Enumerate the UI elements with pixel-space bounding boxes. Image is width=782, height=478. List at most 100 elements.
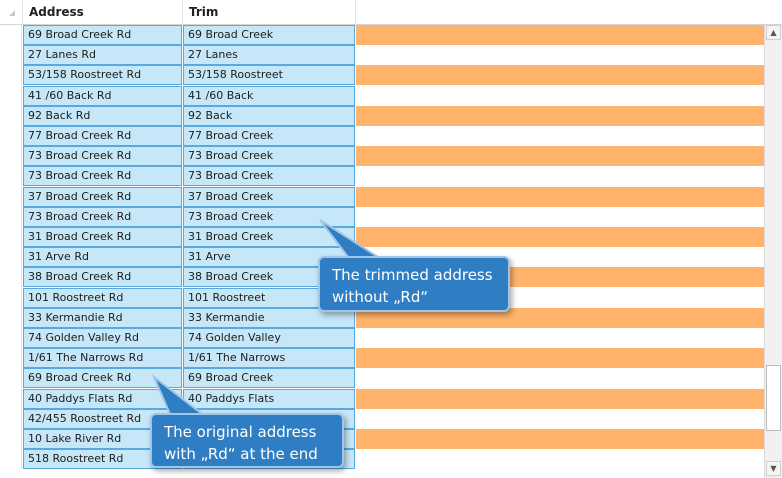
cell-address[interactable]: 41 /60 Back Rd xyxy=(23,85,182,106)
cell-address[interactable]: 1/61 The Narrows Rd xyxy=(23,348,182,369)
cell-trim[interactable]: 74 Golden Valley xyxy=(183,328,355,348)
callout-trimmed-line2: without „Rd“ xyxy=(332,288,429,306)
row-header[interactable] xyxy=(0,287,22,308)
cell-address[interactable]: 31 Broad Creek Rd xyxy=(23,227,182,247)
row-header[interactable] xyxy=(0,449,22,470)
cell-trim[interactable]: 101 Roostreet xyxy=(183,287,355,308)
row-filler xyxy=(356,25,764,45)
row-filler xyxy=(356,166,764,187)
row-header[interactable] xyxy=(0,85,22,106)
arrow-up-icon[interactable]: ▲ xyxy=(766,25,781,40)
cell-address[interactable]: 53/158 Roostreet Rd xyxy=(23,65,182,86)
cell-trim[interactable]: 41 /60 Back xyxy=(183,85,355,106)
scrollbar-thumb[interactable] xyxy=(766,365,781,431)
cell-address[interactable]: 33 Kermandie Rd xyxy=(23,307,182,328)
callout-trimmed-tail xyxy=(319,219,382,258)
row-header[interactable] xyxy=(0,45,22,66)
cell-trim[interactable]: 1/61 The Narrows xyxy=(183,348,355,369)
row-filler xyxy=(356,146,764,167)
row-header[interactable] xyxy=(0,388,22,409)
row-header[interactable] xyxy=(0,408,22,429)
row-header[interactable] xyxy=(0,206,22,227)
column-header-trim[interactable]: Trim xyxy=(183,0,356,24)
cell-trim[interactable]: 31 Broad Creek xyxy=(183,227,355,247)
cell-address[interactable]: 518 Roostreet Rd xyxy=(23,449,182,470)
cell-address[interactable]: 73 Broad Creek Rd xyxy=(23,146,182,167)
table-row[interactable]: 42/455 Roostreet Rd42/455 Roostreet xyxy=(0,408,764,429)
row-header[interactable] xyxy=(0,267,22,288)
cell-trim[interactable]: 73 Broad Creek xyxy=(183,166,355,187)
row-header[interactable] xyxy=(0,105,22,126)
row-header[interactable] xyxy=(0,227,22,247)
cell-address[interactable]: 92 Back Rd xyxy=(23,105,182,126)
cell-trim[interactable]: 33 Kermandie xyxy=(183,307,355,328)
row-filler xyxy=(356,388,764,409)
row-filler xyxy=(356,186,764,207)
row-filler xyxy=(356,85,764,106)
row-header[interactable] xyxy=(0,186,22,207)
cell-trim[interactable]: 69 Broad Creek xyxy=(183,25,355,45)
cell-address[interactable]: 31 Arve Rd xyxy=(23,247,182,268)
cell-address[interactable]: 40 Paddys Flats Rd xyxy=(23,388,182,409)
cell-address[interactable]: 27 Lanes Rd xyxy=(23,45,182,66)
cell-address[interactable]: 77 Broad Creek Rd xyxy=(23,126,182,146)
cell-address[interactable]: 42/455 Roostreet Rd xyxy=(23,408,182,429)
row-header[interactable] xyxy=(0,328,22,348)
cell-address[interactable]: 73 Broad Creek Rd xyxy=(23,206,182,227)
cell-address[interactable]: 101 Roostreet Rd xyxy=(23,287,182,308)
cell-address[interactable]: 69 Broad Creek Rd xyxy=(23,25,182,45)
row-header[interactable] xyxy=(0,65,22,86)
cell-trim[interactable]: 73 Broad Creek xyxy=(183,146,355,167)
cell-trim[interactable]: 40 Paddys Flats xyxy=(183,388,355,409)
cell-trim[interactable]: 69 Broad Creek xyxy=(183,368,355,389)
row-filler xyxy=(356,126,764,146)
row-filler xyxy=(356,206,764,227)
callout-original: The original address with „Rd“ at the en… xyxy=(150,373,344,468)
row-header[interactable] xyxy=(0,307,22,328)
row-header[interactable] xyxy=(0,166,22,187)
cell-address[interactable]: 73 Broad Creek Rd xyxy=(23,166,182,187)
cell-trim[interactable]: 77 Broad Creek xyxy=(183,126,355,146)
cell-address[interactable]: 38 Broad Creek Rd xyxy=(23,267,182,288)
cell-trim[interactable]: 27 Lanes xyxy=(183,45,355,66)
row-header[interactable] xyxy=(0,126,22,146)
cell-address[interactable]: 69 Broad Creek Rd xyxy=(23,368,182,389)
cell-trim[interactable]: 53/158 Roostreet xyxy=(183,65,355,86)
cell-address[interactable]: 37 Broad Creek Rd xyxy=(23,186,182,207)
select-all-corner[interactable] xyxy=(0,0,23,24)
cell-address[interactable]: 10 Lake River Rd xyxy=(23,429,182,449)
vertical-scrollbar[interactable]: ▲ ▼ xyxy=(764,25,782,478)
row-header[interactable] xyxy=(0,247,22,268)
cell-trim[interactable]: 92 Back xyxy=(183,105,355,126)
cell-trim[interactable]: 37 Broad Creek xyxy=(183,186,355,207)
row-header[interactable] xyxy=(0,146,22,167)
arrow-down-icon[interactable]: ▼ xyxy=(766,461,781,476)
row-header[interactable] xyxy=(0,429,22,449)
cell-trim[interactable]: 38 Broad Creek xyxy=(183,267,355,288)
row-header[interactable] xyxy=(0,348,22,369)
row-header[interactable] xyxy=(0,25,22,45)
cell-trim[interactable]: 73 Broad Creek xyxy=(183,206,355,227)
cell-address[interactable]: 74 Golden Valley Rd xyxy=(23,328,182,348)
row-header[interactable] xyxy=(0,368,22,389)
column-header-address[interactable]: Address xyxy=(23,0,183,24)
